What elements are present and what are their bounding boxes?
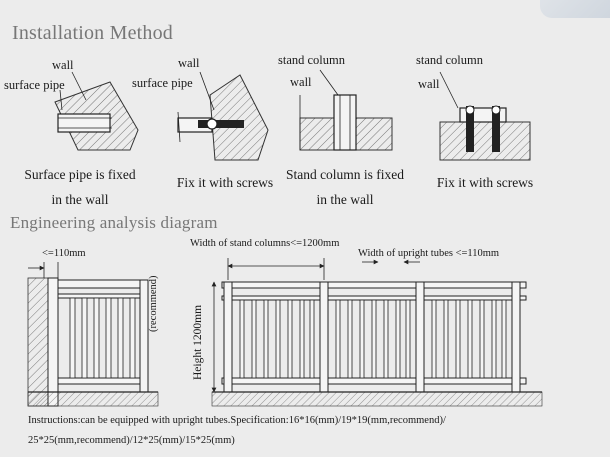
instructions-line1: Instructions:can be equipped with uprigh…: [28, 415, 446, 426]
wall-railing-drawing: [27, 262, 159, 407]
panel4-column-label: stand column: [416, 53, 484, 67]
column-width-dimension: Width of stand columns<=1200mm: [190, 238, 340, 249]
panel3-column-label: stand column: [278, 53, 346, 67]
wall-gap-dimension: <=110mm: [42, 248, 86, 259]
panel1-caption-line2: in the wall: [51, 192, 109, 207]
height-dimension: Height 1200mm: [192, 304, 204, 380]
panel3-drawing: [299, 69, 393, 151]
panel3-wall-label: wall: [290, 75, 312, 89]
instructions: Instructions:can be equipped with uprigh…: [28, 411, 598, 451]
panel2-pipe-label: surface pipe: [132, 76, 193, 90]
panel3-caption-line2: in the wall: [316, 192, 374, 207]
tube-width-dimension: Width of upright tubes <=110mm: [358, 248, 500, 259]
long-railing-drawing: [211, 258, 543, 407]
panel4-caption: Fix it with screws: [436, 175, 534, 190]
panel2-drawing: [177, 71, 269, 161]
panel4-drawing: [439, 71, 531, 161]
corner-decoration: [540, 0, 610, 18]
engineering-title: Engineering analysis diagram: [10, 213, 218, 232]
panel2-wall-label: wall: [178, 56, 200, 70]
panel3-caption: Stand column is fixed in the wall: [280, 162, 410, 212]
panel1-wall-label: wall: [52, 58, 74, 72]
installation-title: Installation Method: [12, 22, 173, 44]
panel2-caption: Fix it with screws: [176, 175, 274, 190]
panel1-caption: Surface pipe is fixed in the wall: [0, 162, 160, 212]
panel1-pipe-label: surface pipe: [4, 78, 65, 92]
panel4-wall-label: wall: [418, 77, 440, 91]
panel1-drawing: [54, 71, 139, 151]
height-note-dimension: (recommend): [148, 275, 159, 332]
panel1-caption-line1: Surface pipe is fixed: [24, 167, 136, 182]
panel3-caption-line1: Stand column is fixed: [285, 167, 405, 182]
instructions-line2: 25*25(mm,recommend)/12*25(mm)/15*25(mm): [28, 435, 235, 446]
